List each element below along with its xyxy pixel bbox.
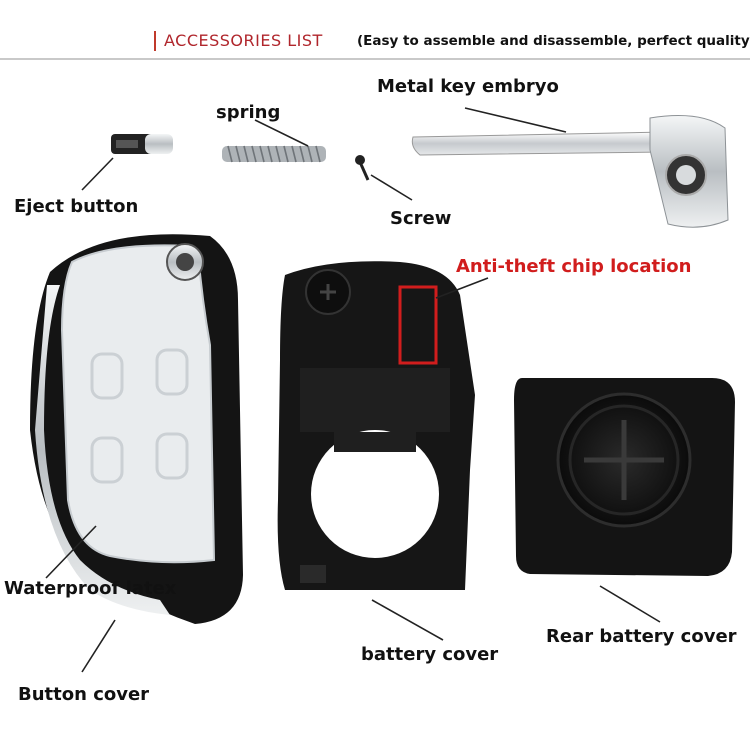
rear-battery-cover-part	[514, 378, 735, 576]
header-accent-bar	[154, 31, 156, 51]
spring-part	[222, 145, 326, 163]
label-chip-location: Anti-theft chip location	[456, 256, 692, 277]
button-cover-part	[30, 234, 243, 624]
header-band	[0, 0, 750, 60]
leader-lines	[45, 107, 661, 673]
label-button-cover: Button cover	[18, 684, 150, 705]
label-spring: spring	[216, 102, 281, 123]
label-battery-cover: battery cover	[361, 644, 499, 665]
screw-part	[355, 155, 370, 181]
label-rear-battery-cover: Rear battery cover	[546, 626, 737, 647]
label-metal-key: Metal key embryo	[377, 76, 559, 97]
label-screw: Screw	[390, 208, 452, 229]
eject-button-part	[111, 134, 173, 154]
header-title: ACCESSORIES LIST	[164, 31, 323, 50]
label-waterproof-latex: Waterproof latex	[4, 578, 177, 599]
label-eject-button: Eject button	[14, 196, 139, 217]
header-note: (Easy to assemble and disassemble, perfe…	[357, 33, 750, 49]
battery-cover-part	[277, 261, 475, 590]
metal-key-part	[411, 115, 729, 228]
